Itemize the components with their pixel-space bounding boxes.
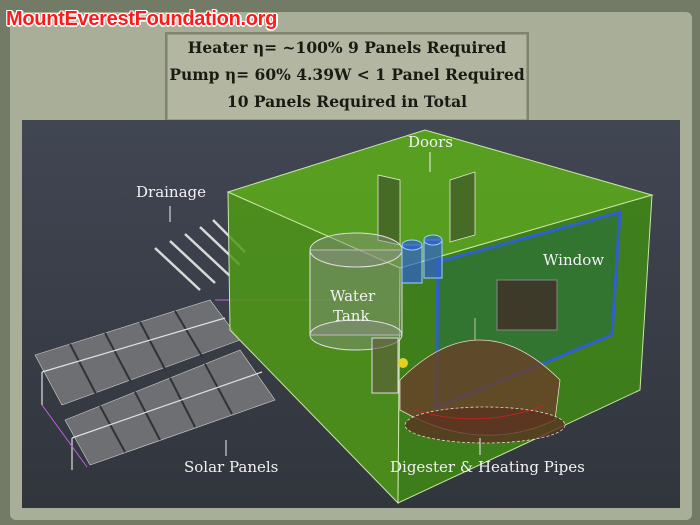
info-line-heater: Heater η= ~100% 9 Panels Required — [187, 38, 507, 57]
label-drainage: Drainage — [136, 183, 207, 201]
doors — [377, 171, 476, 246]
label-leader-lines — [169, 152, 481, 456]
logo: MountEverestFoundation.org — [6, 8, 278, 30]
water-tank — [309, 232, 403, 351]
digester — [399, 318, 566, 444]
equipment-box — [496, 279, 558, 331]
info-line-pump: Pump η= 60% 4.39W < 1 Panel Required — [169, 65, 525, 84]
label-digester: Digester & Heating Pipes — [390, 458, 585, 476]
label-water-tank-line1: Water — [330, 287, 376, 305]
label-window: Window — [543, 251, 605, 269]
small-cylinder — [371, 337, 399, 394]
box-top-face — [226, 129, 654, 269]
label-solar-panels: Solar Panels — [184, 458, 279, 476]
solar-panel-array — [34, 299, 330, 470]
label-water-tank-line2: Tank — [333, 307, 370, 325]
pump-cylinders — [401, 234, 443, 284]
valve — [398, 358, 408, 368]
label-doors: Doors — [408, 133, 453, 151]
info-line-total: 10 Panels Required in Total — [226, 92, 468, 111]
info-box: Heater η= ~100% 9 Panels Required Pump η… — [165, 32, 529, 122]
